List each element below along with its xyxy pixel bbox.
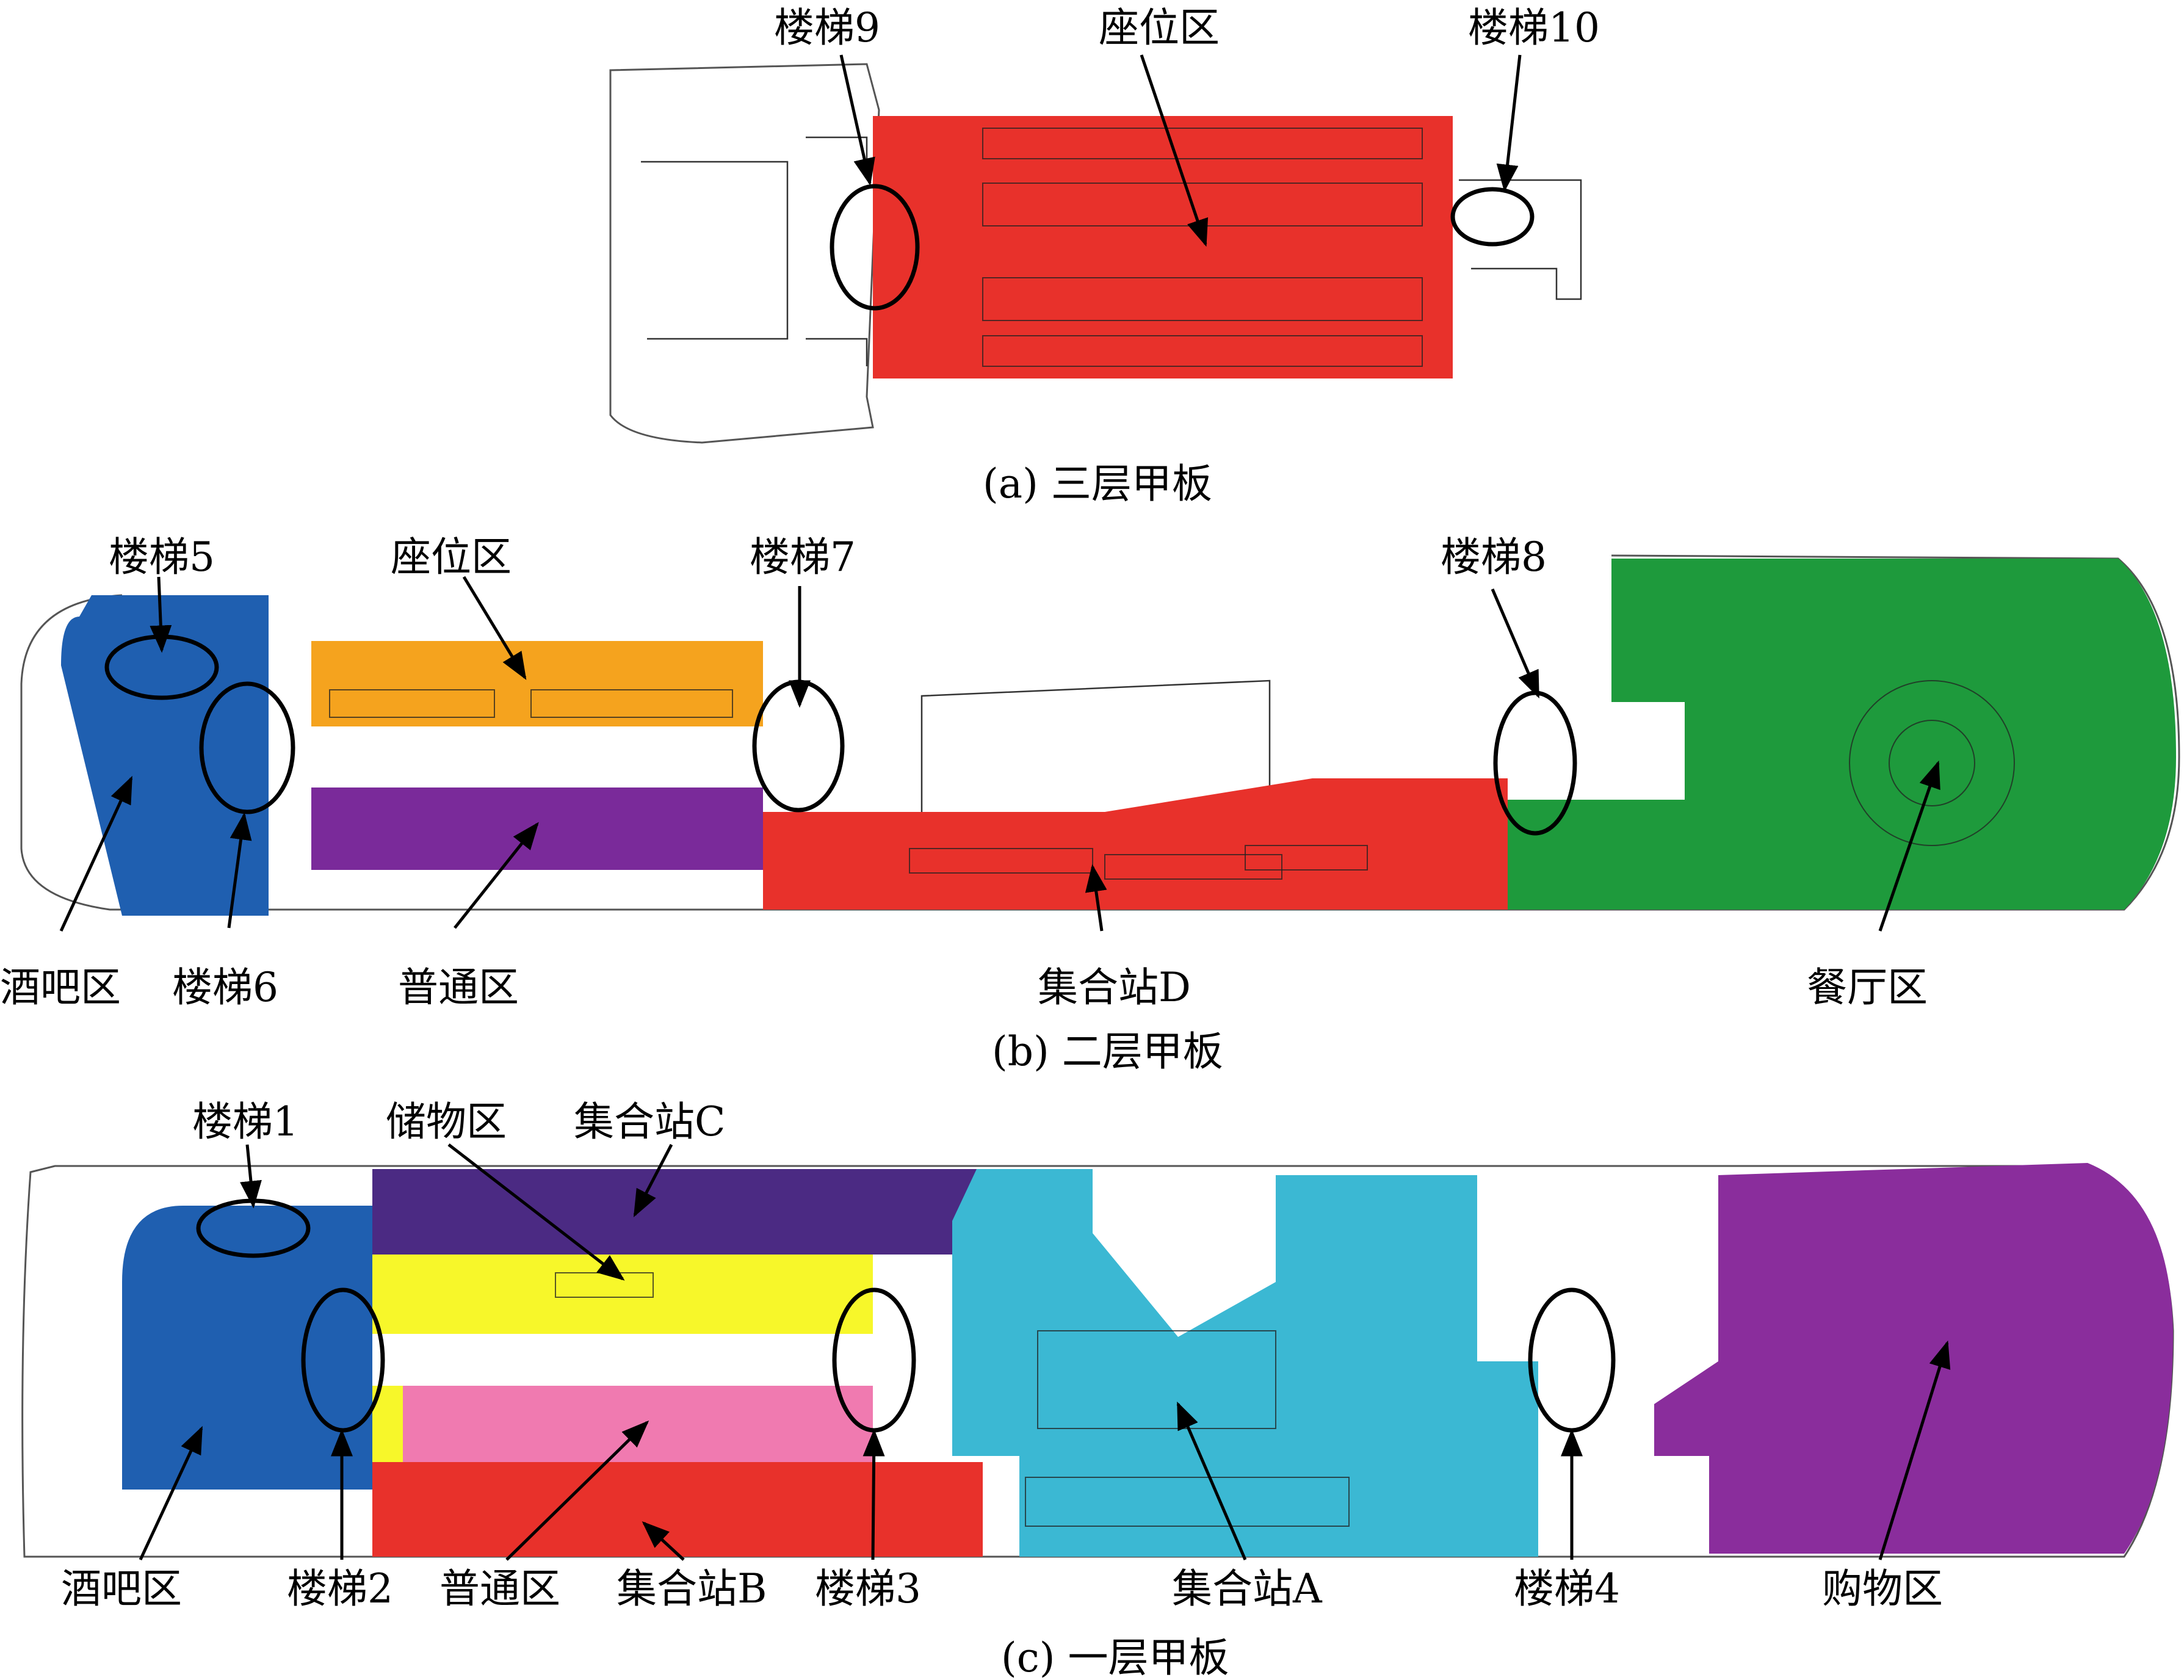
stair3-ring <box>832 1287 916 1433</box>
deck2-muster-d-bottom <box>763 879 1508 910</box>
deck2-mid-structure <box>920 679 1271 812</box>
deck1-bar-zone <box>122 1206 372 1490</box>
restaurant-label: 餐厅区 <box>1807 964 1928 1011</box>
shopping-arrow <box>1878 1340 1951 1560</box>
stair3-label: 楼梯3 <box>815 1565 921 1612</box>
deck2-muster-d-main <box>763 812 1508 885</box>
stair3-arrow <box>862 1428 885 1560</box>
stair1-arrow <box>240 1144 262 1209</box>
deck1-general-zone <box>403 1386 873 1462</box>
deck3-plan: 楼梯9 座位区 楼梯10 (a) 三层甲板 <box>609 4 1600 507</box>
deck1-shopping-zone <box>1654 1163 2173 1554</box>
storage-arrow <box>447 1143 625 1281</box>
stair8-arrow <box>1491 588 1540 699</box>
muster-a-label: 集合站A <box>1172 1565 1323 1612</box>
bar-label-deck1: 酒吧区 <box>61 1565 182 1612</box>
deck2-restaurant-zone <box>1508 559 2176 910</box>
muster-d-arrow <box>1085 864 1107 932</box>
general-label-deck1: 普通区 <box>439 1565 560 1612</box>
stair10-label: 楼梯10 <box>1468 4 1600 51</box>
deck2-hull-outline <box>20 554 2180 911</box>
deck3-hull-outline <box>609 63 880 444</box>
deck3-left-extension <box>891 122 952 372</box>
seating-arrow-deck2 <box>462 576 527 680</box>
stair9-label: 楼梯9 <box>774 4 880 51</box>
bar-arrow-deck2 <box>59 775 133 932</box>
muster-d-label: 集合站D <box>1038 964 1191 1011</box>
deck1-muster-c-zone <box>372 1169 977 1255</box>
restaurant-round-table <box>1849 680 2015 846</box>
deck2-seating-zone <box>311 641 763 726</box>
deck1-muster-a-zone <box>952 1169 1538 1557</box>
muster-a-arrow <box>1176 1401 1247 1560</box>
general-arrow-deck2 <box>454 822 539 929</box>
seating-label-deck2: 座位区 <box>391 534 512 581</box>
general-label-deck2: 普通区 <box>398 964 519 1011</box>
deck3-stair9-steps <box>806 136 868 366</box>
stair9-ring <box>830 184 920 311</box>
muster-c-label: 集合站C <box>574 1098 726 1145</box>
general-arrow-deck1 <box>505 1420 649 1561</box>
deck3-caption: (a) 三层甲板 <box>983 460 1212 507</box>
stair10-arrow <box>1496 54 1522 192</box>
stair7-label: 楼梯7 <box>750 534 856 581</box>
seating-arrow <box>1140 54 1209 247</box>
stair4-ring <box>1528 1287 1616 1433</box>
seating-label-deck3: 座位区 <box>1099 4 1220 51</box>
stair6-ring <box>199 681 295 814</box>
stair5-label: 楼梯5 <box>109 534 215 581</box>
deck1-caption: (c) 一层甲板 <box>1001 1634 1229 1680</box>
stair2-label: 楼梯2 <box>287 1565 393 1612</box>
restaurant-arrow <box>1878 760 1940 932</box>
shopping-label: 购物区 <box>1822 1565 1943 1612</box>
stair6-arrow <box>227 812 252 929</box>
stair6-label: 楼梯6 <box>172 964 278 1011</box>
stair1-label: 楼梯1 <box>192 1098 298 1145</box>
deck1-muster-b-zone <box>372 1462 983 1557</box>
deck2-general-zone <box>311 788 763 870</box>
deck2-plan: 楼梯5 座位区 楼梯7 楼梯8 酒吧区 楼梯6 普通区 集合站D 餐厅区 (b)… <box>0 534 2180 1075</box>
muster-c-arrow <box>633 1143 673 1217</box>
stair9-arrow <box>839 54 875 186</box>
deck1-muster-a-seats <box>1025 1330 1350 1527</box>
storage-label: 储物区 <box>386 1098 507 1145</box>
bar-arrow-deck1 <box>139 1425 203 1561</box>
stair4-label: 楼梯4 <box>1514 1565 1620 1612</box>
stair10-ring <box>1450 187 1535 247</box>
bar-label-deck2: 酒吧区 <box>0 964 121 1011</box>
deck3-seating-zone <box>873 116 1453 378</box>
deck3-stair10-pad <box>1459 179 1582 300</box>
muster-b-arrow <box>642 1521 685 1561</box>
deck1-plan: 楼梯1 储物区 集合站C 酒吧区 楼梯2 普通区 集合站B 楼梯3 集合站A 楼… <box>21 1098 2174 1680</box>
deck2-caption: (b) 二层甲板 <box>992 1028 1223 1075</box>
deck3-inner-outline <box>641 161 789 340</box>
deck1-storage-zone <box>372 1255 873 1334</box>
stair8-label: 楼梯8 <box>1441 534 1547 581</box>
stair5-arrow <box>150 576 172 653</box>
muster-b-label: 集合站B <box>617 1565 767 1612</box>
